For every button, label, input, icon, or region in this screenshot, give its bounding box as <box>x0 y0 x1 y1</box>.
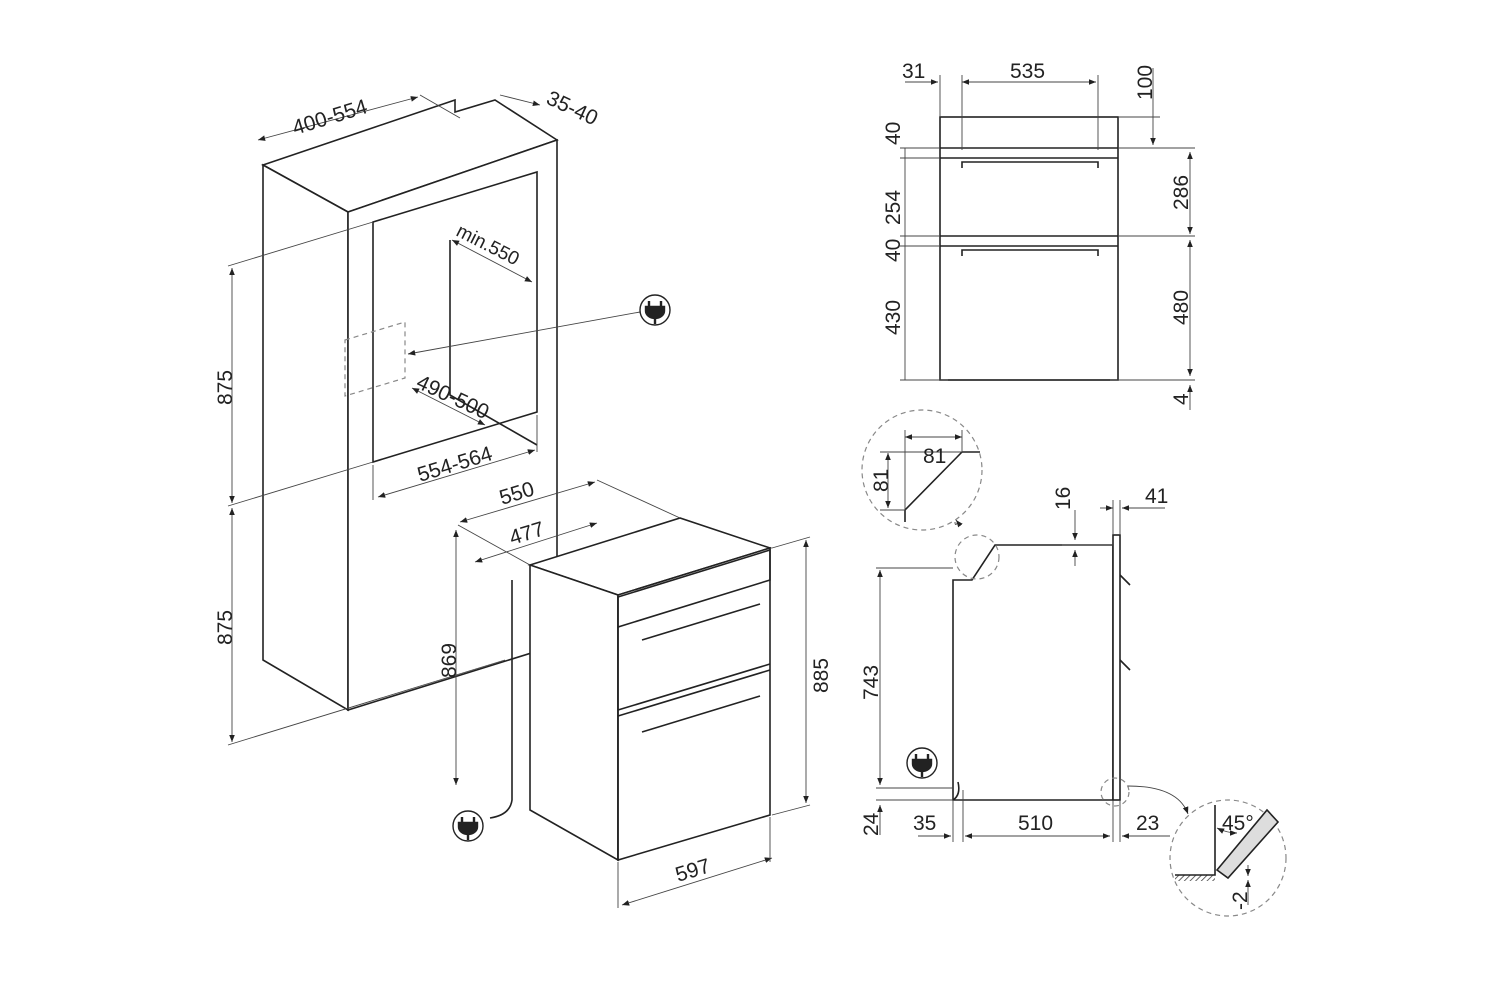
dim-rear: 35 <box>913 812 936 835</box>
dim-front-width: 535 <box>1010 60 1045 83</box>
dim-lower-height: 875 <box>214 610 237 645</box>
dim-oven-width: 597 <box>673 855 713 887</box>
oven-isometric-drawing <box>451 479 811 908</box>
dim-chamfer-height: 81 <box>870 469 893 492</box>
dim-front-offset: 23 <box>1136 812 1159 835</box>
dim-front-top: 100 <box>1134 65 1157 100</box>
cabinet-drawing <box>227 94 672 746</box>
dim-front-side: 31 <box>902 60 925 83</box>
dim-front-panel: 41 <box>1145 485 1168 508</box>
dim-foot: 24 <box>860 812 883 836</box>
oven-front-view <box>900 68 1195 410</box>
dim-front-lower-door: 430 <box>882 300 905 335</box>
dim-offset: -2 <box>1229 891 1252 910</box>
power-plug-icon <box>451 809 485 843</box>
dim-front-gap2: 40 <box>882 239 905 262</box>
dim-angle: 45° <box>1222 812 1254 835</box>
dim-oven-body-height: 869 <box>438 643 461 678</box>
dim-front-gap1: 40 <box>882 122 905 145</box>
oven-side-view <box>861 409 1287 917</box>
dim-front-upper-total: 286 <box>1170 175 1193 210</box>
dim-side-depth: 510 <box>1018 812 1053 835</box>
power-plug-icon <box>905 746 939 780</box>
dim-front-upper-door: 254 <box>882 190 905 225</box>
dim-upper-height: 875 <box>214 370 237 405</box>
dim-oven-total-height: 885 <box>810 658 833 693</box>
dim-side-body-height: 743 <box>860 665 883 700</box>
dim-top-gap: 16 <box>1052 487 1075 510</box>
dim-chamfer-width: 81 <box>923 445 946 468</box>
dim-front-bottom: 4 <box>1170 393 1193 405</box>
dim-cabinet-gap: 35-40 <box>543 87 601 131</box>
dim-front-lower-total: 480 <box>1170 290 1193 325</box>
power-plug-icon <box>638 293 672 327</box>
